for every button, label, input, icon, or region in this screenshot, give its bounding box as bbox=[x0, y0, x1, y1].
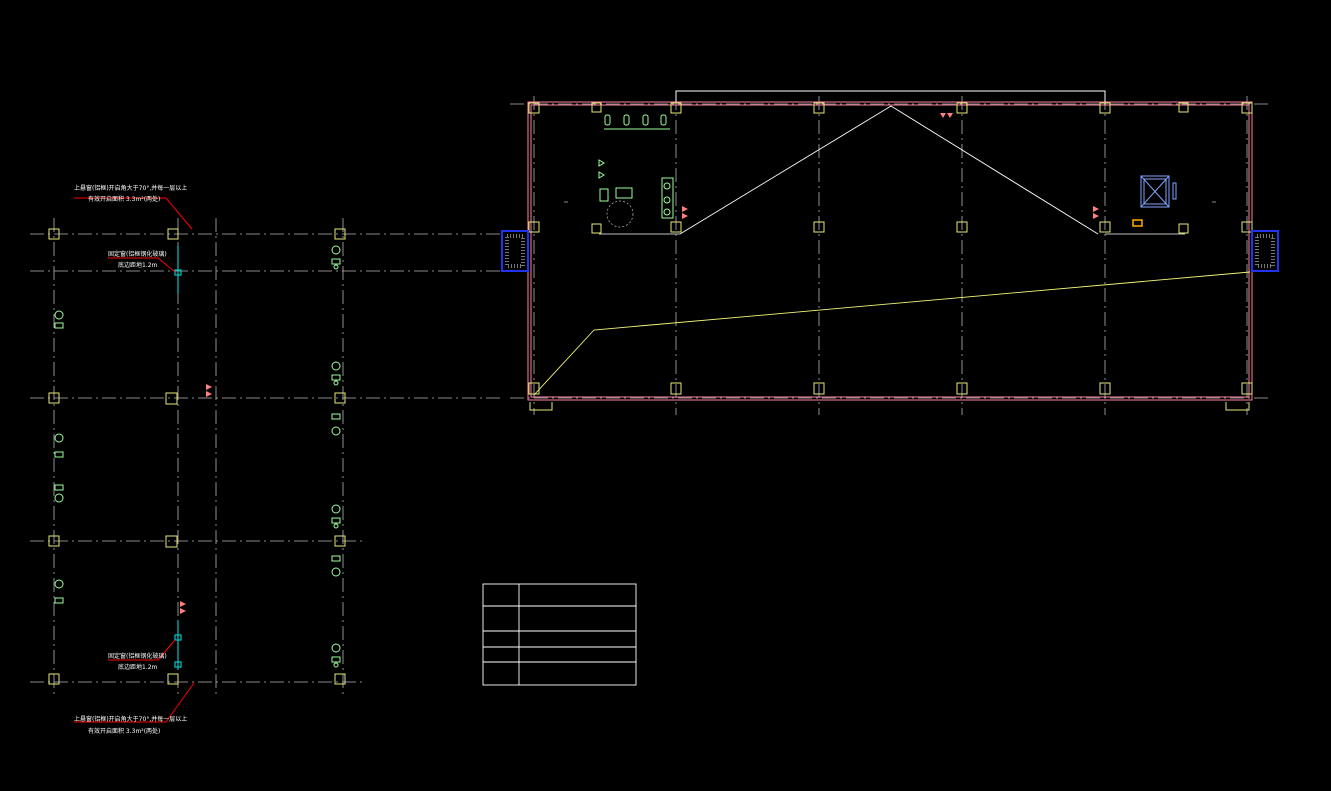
left-leaders bbox=[74, 197, 195, 723]
fan-icon bbox=[606, 200, 634, 228]
toilet-fixtures bbox=[598, 114, 674, 219]
sink-icon bbox=[615, 187, 633, 199]
marker-icon bbox=[598, 159, 605, 167]
right-columns bbox=[528, 102, 1253, 411]
svg-text:固定窗(铝框钢化玻璃): 固定窗(铝框钢化玻璃) bbox=[108, 250, 167, 258]
marker-icon bbox=[206, 391, 212, 397]
svg-text:上悬窗(铝框)开启角大于70°,并每一层以上: 上悬窗(铝框)开启角大于70°,并每一层以上 bbox=[74, 184, 187, 192]
fixture-icon bbox=[331, 361, 341, 386]
marker-icon bbox=[1093, 206, 1099, 212]
fixture-icon bbox=[331, 413, 341, 436]
right-walls bbox=[527, 101, 1253, 401]
left-pipes bbox=[174, 246, 182, 670]
ramp-line bbox=[533, 271, 1251, 396]
svg-text:有效开启面积 3.3m²(两处): 有效开启面积 3.3m²(两处) bbox=[88, 727, 160, 735]
left-columns bbox=[48, 228, 346, 685]
marker-icon bbox=[940, 113, 946, 118]
legend-table bbox=[482, 583, 637, 686]
marker-icon bbox=[180, 608, 186, 614]
note-4: 上悬窗(铝框)开启角大于70°,并每一层以上 有效开启面积 3.3m²(两处) bbox=[74, 715, 187, 735]
fixture-icon bbox=[54, 579, 64, 604]
fixture-icon bbox=[331, 643, 341, 668]
marker-icon bbox=[1093, 213, 1099, 219]
svg-text:有效开启面积 3.3m²(两处): 有效开启面积 3.3m²(两处) bbox=[88, 195, 160, 203]
marker-icon bbox=[947, 113, 953, 118]
fixture-icon bbox=[331, 555, 341, 577]
svg-text:固定窗(铝框钢化玻璃): 固定窗(铝框钢化玻璃) bbox=[108, 652, 167, 660]
svg-text:上悬窗(铝框)开启角大于70°,并每一层以上: 上悬窗(铝框)开启角大于70°,并每一层以上 bbox=[74, 715, 187, 723]
stair-blocks bbox=[501, 230, 1279, 272]
urinal-icon bbox=[604, 114, 611, 126]
note-3: 固定窗(铝框钢化玻璃) 底边距地1.2m bbox=[108, 652, 167, 671]
fixture-icon bbox=[331, 245, 341, 270]
marker-icon bbox=[682, 213, 688, 219]
urinal-icon bbox=[623, 114, 630, 126]
urinal-icon bbox=[660, 114, 667, 126]
note-1: 上悬窗(铝框)开启角大于70°,并每一层以上 有效开启面积 3.3m²(两处) bbox=[74, 184, 187, 203]
fixture-icon bbox=[331, 504, 341, 529]
fixture-icon bbox=[54, 433, 64, 458]
marker-icon bbox=[598, 171, 605, 179]
roof-outline bbox=[675, 90, 1106, 102]
cabinet-icon bbox=[661, 177, 674, 219]
svg-text:底边距地1.2m: 底边距地1.2m bbox=[118, 663, 158, 671]
marker-icon bbox=[180, 601, 186, 607]
marker-icon bbox=[682, 206, 688, 212]
fixture-icon bbox=[54, 310, 64, 329]
right-floor-plan bbox=[501, 90, 1279, 415]
note-2: 固定窗(铝框钢化玻璃) 底边距地1.2m bbox=[108, 250, 167, 269]
urinal-icon bbox=[642, 114, 649, 126]
left-markers bbox=[180, 384, 212, 614]
equipment-icon bbox=[1140, 175, 1177, 208]
right-axis-grid bbox=[510, 96, 1270, 415]
left-fixtures bbox=[54, 245, 341, 668]
left-floor-plan: 上悬窗(铝框)开启角大于70°,并每一层以上 有效开启面积 3.3m²(两处) … bbox=[30, 184, 500, 735]
right-markers bbox=[682, 113, 1099, 219]
lamp-icon bbox=[1132, 219, 1143, 227]
svg-text:底边距地1.2m: 底边距地1.2m bbox=[118, 261, 158, 269]
left-axis-grid bbox=[30, 218, 500, 695]
marker-icon bbox=[206, 384, 212, 390]
fixture-icon bbox=[54, 484, 64, 503]
toilet-icon bbox=[599, 188, 609, 202]
roof-ridge-lines bbox=[679, 105, 1099, 235]
